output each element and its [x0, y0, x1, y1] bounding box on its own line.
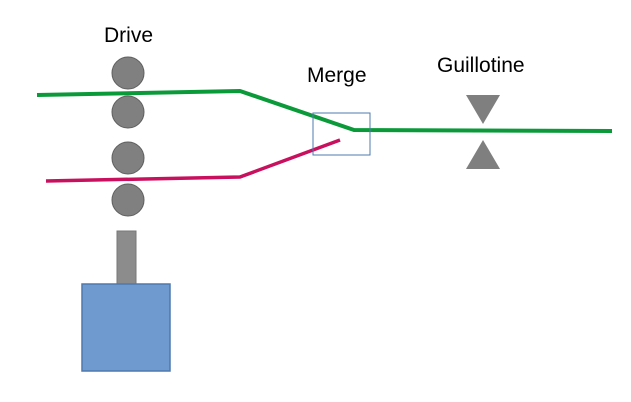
circle-roller-icon — [111, 95, 145, 129]
motor-shaft — [116, 230, 137, 286]
upper-feed-line — [36, 89, 613, 133]
circle-roller-icon — [111, 141, 145, 175]
drive-label: Drive — [104, 24, 153, 47]
triangle-blade-icon — [466, 140, 500, 169]
guillotine-label: Guillotine — [437, 54, 525, 77]
lower-feed-line — [45, 138, 341, 183]
merge-box — [312, 112, 371, 156]
circle-roller-icon — [111, 56, 145, 90]
triangle-blade-icon — [466, 95, 500, 124]
guillotine-blades — [466, 95, 500, 169]
merge-label: Merge — [307, 64, 367, 87]
motor-block-icon — [81, 283, 171, 372]
circle-roller-icon — [111, 183, 145, 217]
drive-rollers — [111, 56, 145, 217]
